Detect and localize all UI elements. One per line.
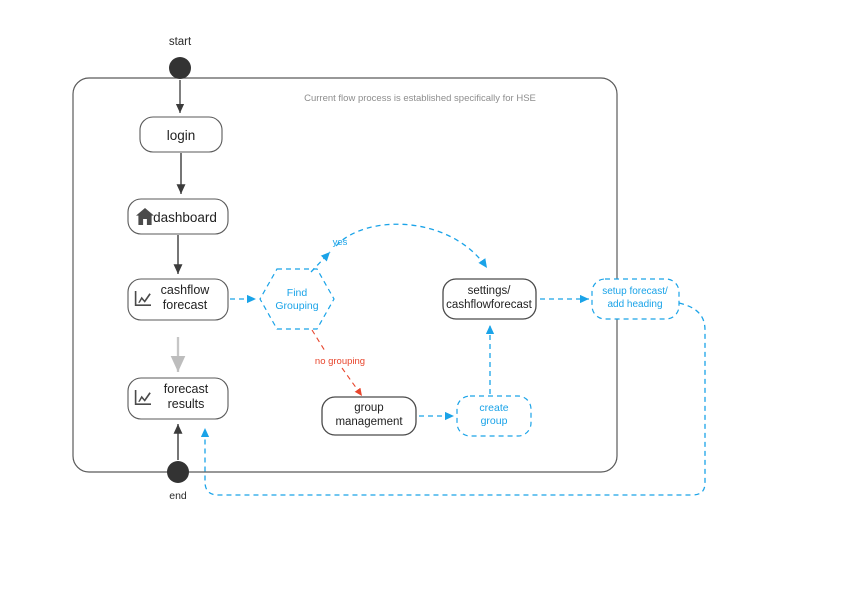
process-note-text: Current flow process is established spec… xyxy=(304,93,536,104)
node-setup-forecast-add-heading[interactable]: setup forecast/ add heading xyxy=(591,278,680,320)
node-login[interactable]: login xyxy=(139,116,223,153)
node-dashboard-label: dashboard xyxy=(153,210,217,225)
node-setup-forecast-label-line2: add heading xyxy=(607,299,662,310)
node-settings-label-line2: cashflowforecast xyxy=(446,299,532,311)
node-forecast-results-label-line2: results xyxy=(168,397,205,411)
chart-icon xyxy=(134,291,151,306)
node-settings-cashflowforecast[interactable]: settings/ cashflowforecast xyxy=(442,278,537,320)
node-cashflow-forecast-label-line2: forecast xyxy=(163,298,208,312)
node-create-group[interactable]: create group xyxy=(456,395,532,437)
node-group-management-label-line2: management xyxy=(335,416,403,428)
edge-find-grouping-no-stub xyxy=(311,329,326,352)
node-setup-forecast-label-line1: setup forecast/ xyxy=(602,286,668,297)
node-cashflow-forecast[interactable]: cashflow forecast xyxy=(127,278,229,321)
home-icon xyxy=(136,208,154,225)
node-find-grouping-label-line2: Grouping xyxy=(275,300,318,312)
node-find-grouping[interactable]: Find Grouping xyxy=(259,268,335,330)
edge-label-no-grouping: no grouping xyxy=(315,356,365,367)
node-group-management-label-line1: group xyxy=(354,402,383,414)
node-create-group-label-line1: create xyxy=(479,402,508,414)
end-node xyxy=(167,461,189,483)
node-forecast-results-label-line1: forecast xyxy=(164,382,209,396)
edge-setup-forecast-return-to-results xyxy=(200,302,706,496)
node-settings-label-line1: settings/ xyxy=(468,285,512,297)
edge-find-grouping-yes-to-settings xyxy=(335,223,488,269)
node-find-grouping-label-line1: Find xyxy=(287,287,308,299)
edge-find-grouping-yes-stub xyxy=(310,251,331,273)
node-forecast-results[interactable]: forecast results xyxy=(127,377,229,420)
node-dashboard[interactable]: dashboard xyxy=(127,198,229,235)
end-label: end xyxy=(169,490,187,502)
start-node xyxy=(169,57,191,79)
start-label: start xyxy=(169,36,192,48)
edge-label-yes: yes xyxy=(333,237,348,248)
node-create-group-label-line2: group xyxy=(481,415,508,427)
edge-find-grouping-no-to-group-management xyxy=(341,367,363,397)
chart-icon xyxy=(134,390,151,405)
node-group-management[interactable]: group management xyxy=(321,396,417,436)
process-container-frame xyxy=(72,77,618,473)
node-cashflow-forecast-label-line1: cashflow xyxy=(161,283,211,297)
node-login-label: login xyxy=(167,128,196,143)
